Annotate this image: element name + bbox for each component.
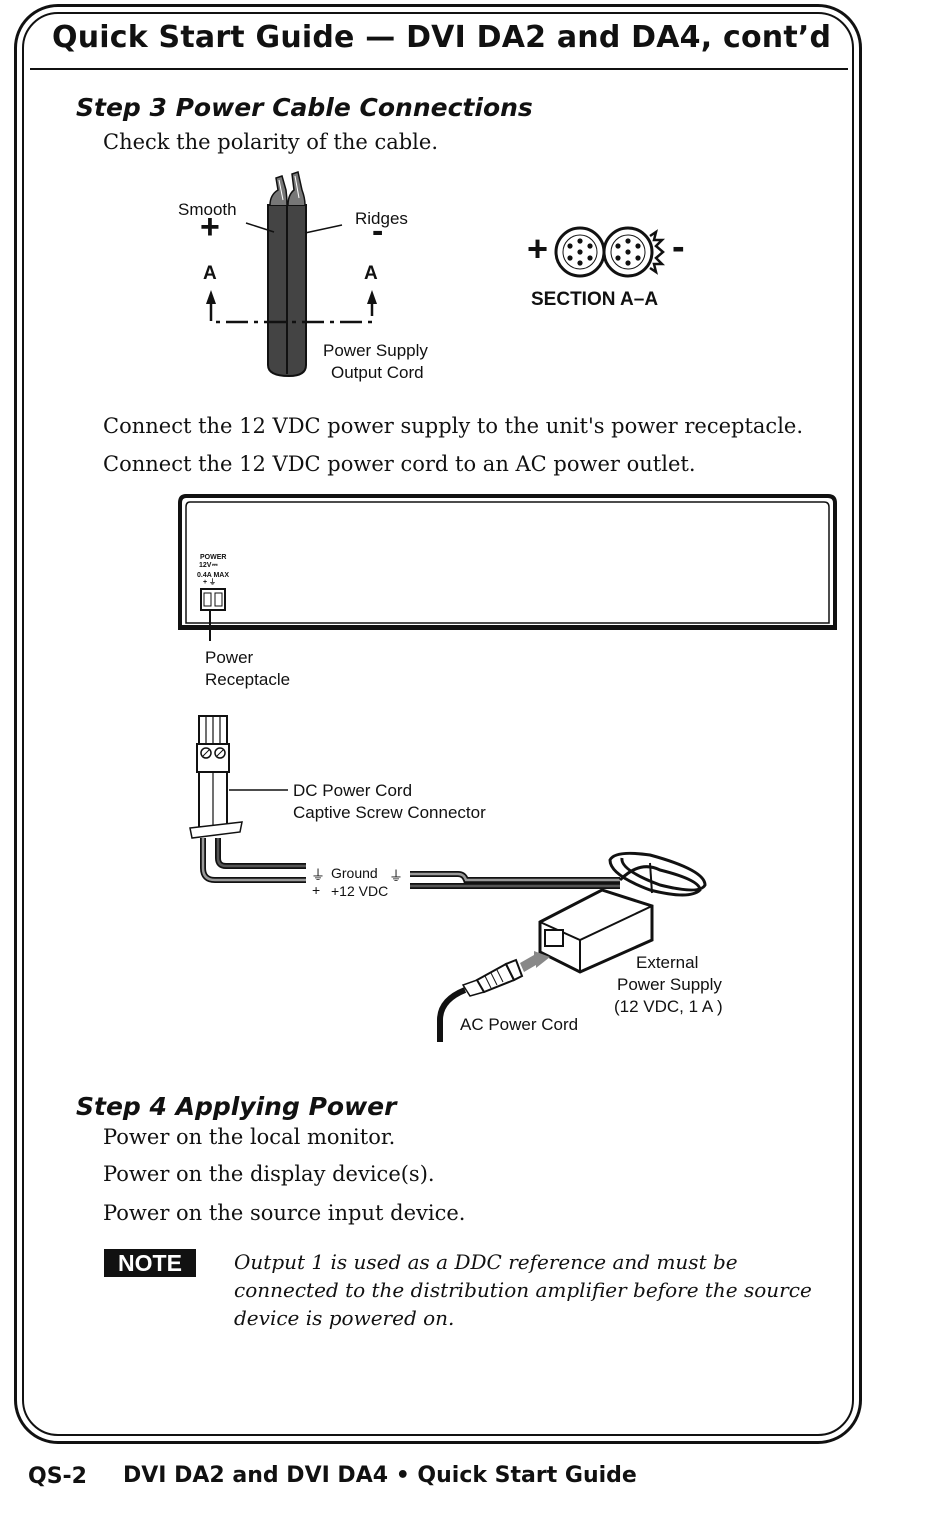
psu-label-line2: Power Supply [617, 975, 722, 994]
cord-label-line2: Output Cord [331, 363, 424, 382]
vdc-label: +12 VDC [331, 883, 389, 899]
page-frame-outer [14, 4, 862, 1444]
section-negative-symbol: - [672, 226, 685, 268]
step4-line3: Power on the source input device. [103, 1201, 466, 1225]
panel-rating-label: 0.4A MAX [197, 572, 230, 579]
step3-line2: Connect the 12 VDC power cord to an AC p… [103, 452, 696, 476]
plus-icon: + [312, 882, 321, 898]
psu-cable-illustration [410, 851, 707, 897]
connector-label-line2: Captive Screw Connector [293, 803, 486, 822]
step3-intro: Check the polarity of the cable. [103, 130, 439, 154]
step4-heading: Step 4 Applying Power [76, 1092, 397, 1121]
smooth-label: Smooth [178, 200, 237, 219]
external-power-supply-illustration [520, 888, 654, 974]
ac-cord-label: AC Power Cord [460, 1015, 579, 1034]
section-marker-right: A [364, 263, 378, 284]
ground-icon: ⏚ [311, 867, 325, 883]
ac-power-cord-illustration [437, 958, 524, 1042]
footer-doc-title: DVI DA2 and DVI DA4 • Quick Start Guide [123, 1463, 637, 1488]
panel-terminal-symbols: + ⏚ [203, 579, 217, 586]
page-frame-inner [22, 12, 854, 1436]
negative-symbol: - [372, 212, 384, 250]
section-label: SECTION A–A [531, 289, 659, 310]
note-text: Output 1 is used as a DDC reference and … [234, 1250, 812, 1330]
positive-symbol: + [200, 208, 220, 246]
captive-screw-connector-illustration [189, 715, 306, 883]
page-title: Quick Start Guide — DVI DA2 and DA4, con… [52, 20, 832, 55]
psu-label-line1: External [636, 953, 699, 972]
power-cord-illustration [267, 171, 307, 378]
cord-label-line1: Power Supply [323, 341, 428, 360]
note-badge: NOTE [104, 1249, 196, 1277]
panel-voltage-label: 12V [199, 562, 212, 569]
ground-label: Ground [331, 865, 378, 881]
page-number: QS-2 [28, 1464, 87, 1489]
receptacle-label-line1: Power [205, 648, 254, 667]
panel-dc-symbol: ⎓ [212, 562, 218, 569]
connector-label-line1: DC Power Cord [293, 781, 413, 800]
step3-heading: Step 3 Power Cable Connections [76, 93, 533, 122]
receptacle-label-line2: Receptacle [205, 670, 291, 689]
step4-line1: Power on the local monitor. [103, 1125, 396, 1149]
ridges-label: Ridges [355, 209, 408, 228]
unit-rear-panel [178, 494, 837, 641]
ground-icon-right: ⏚ [389, 868, 403, 884]
step4-line2: Power on the display device(s). [103, 1162, 435, 1186]
psu-label-line3: (12 VDC, 1 A ) [614, 997, 723, 1016]
step3-line1: Connect the 12 VDC power supply to the u… [103, 414, 804, 438]
panel-power-label: POWER [200, 554, 227, 561]
section-view-illustration [554, 226, 666, 278]
title-divider [30, 68, 848, 70]
section-positive-symbol: + [527, 228, 549, 269]
section-marker-left: A [203, 263, 217, 284]
